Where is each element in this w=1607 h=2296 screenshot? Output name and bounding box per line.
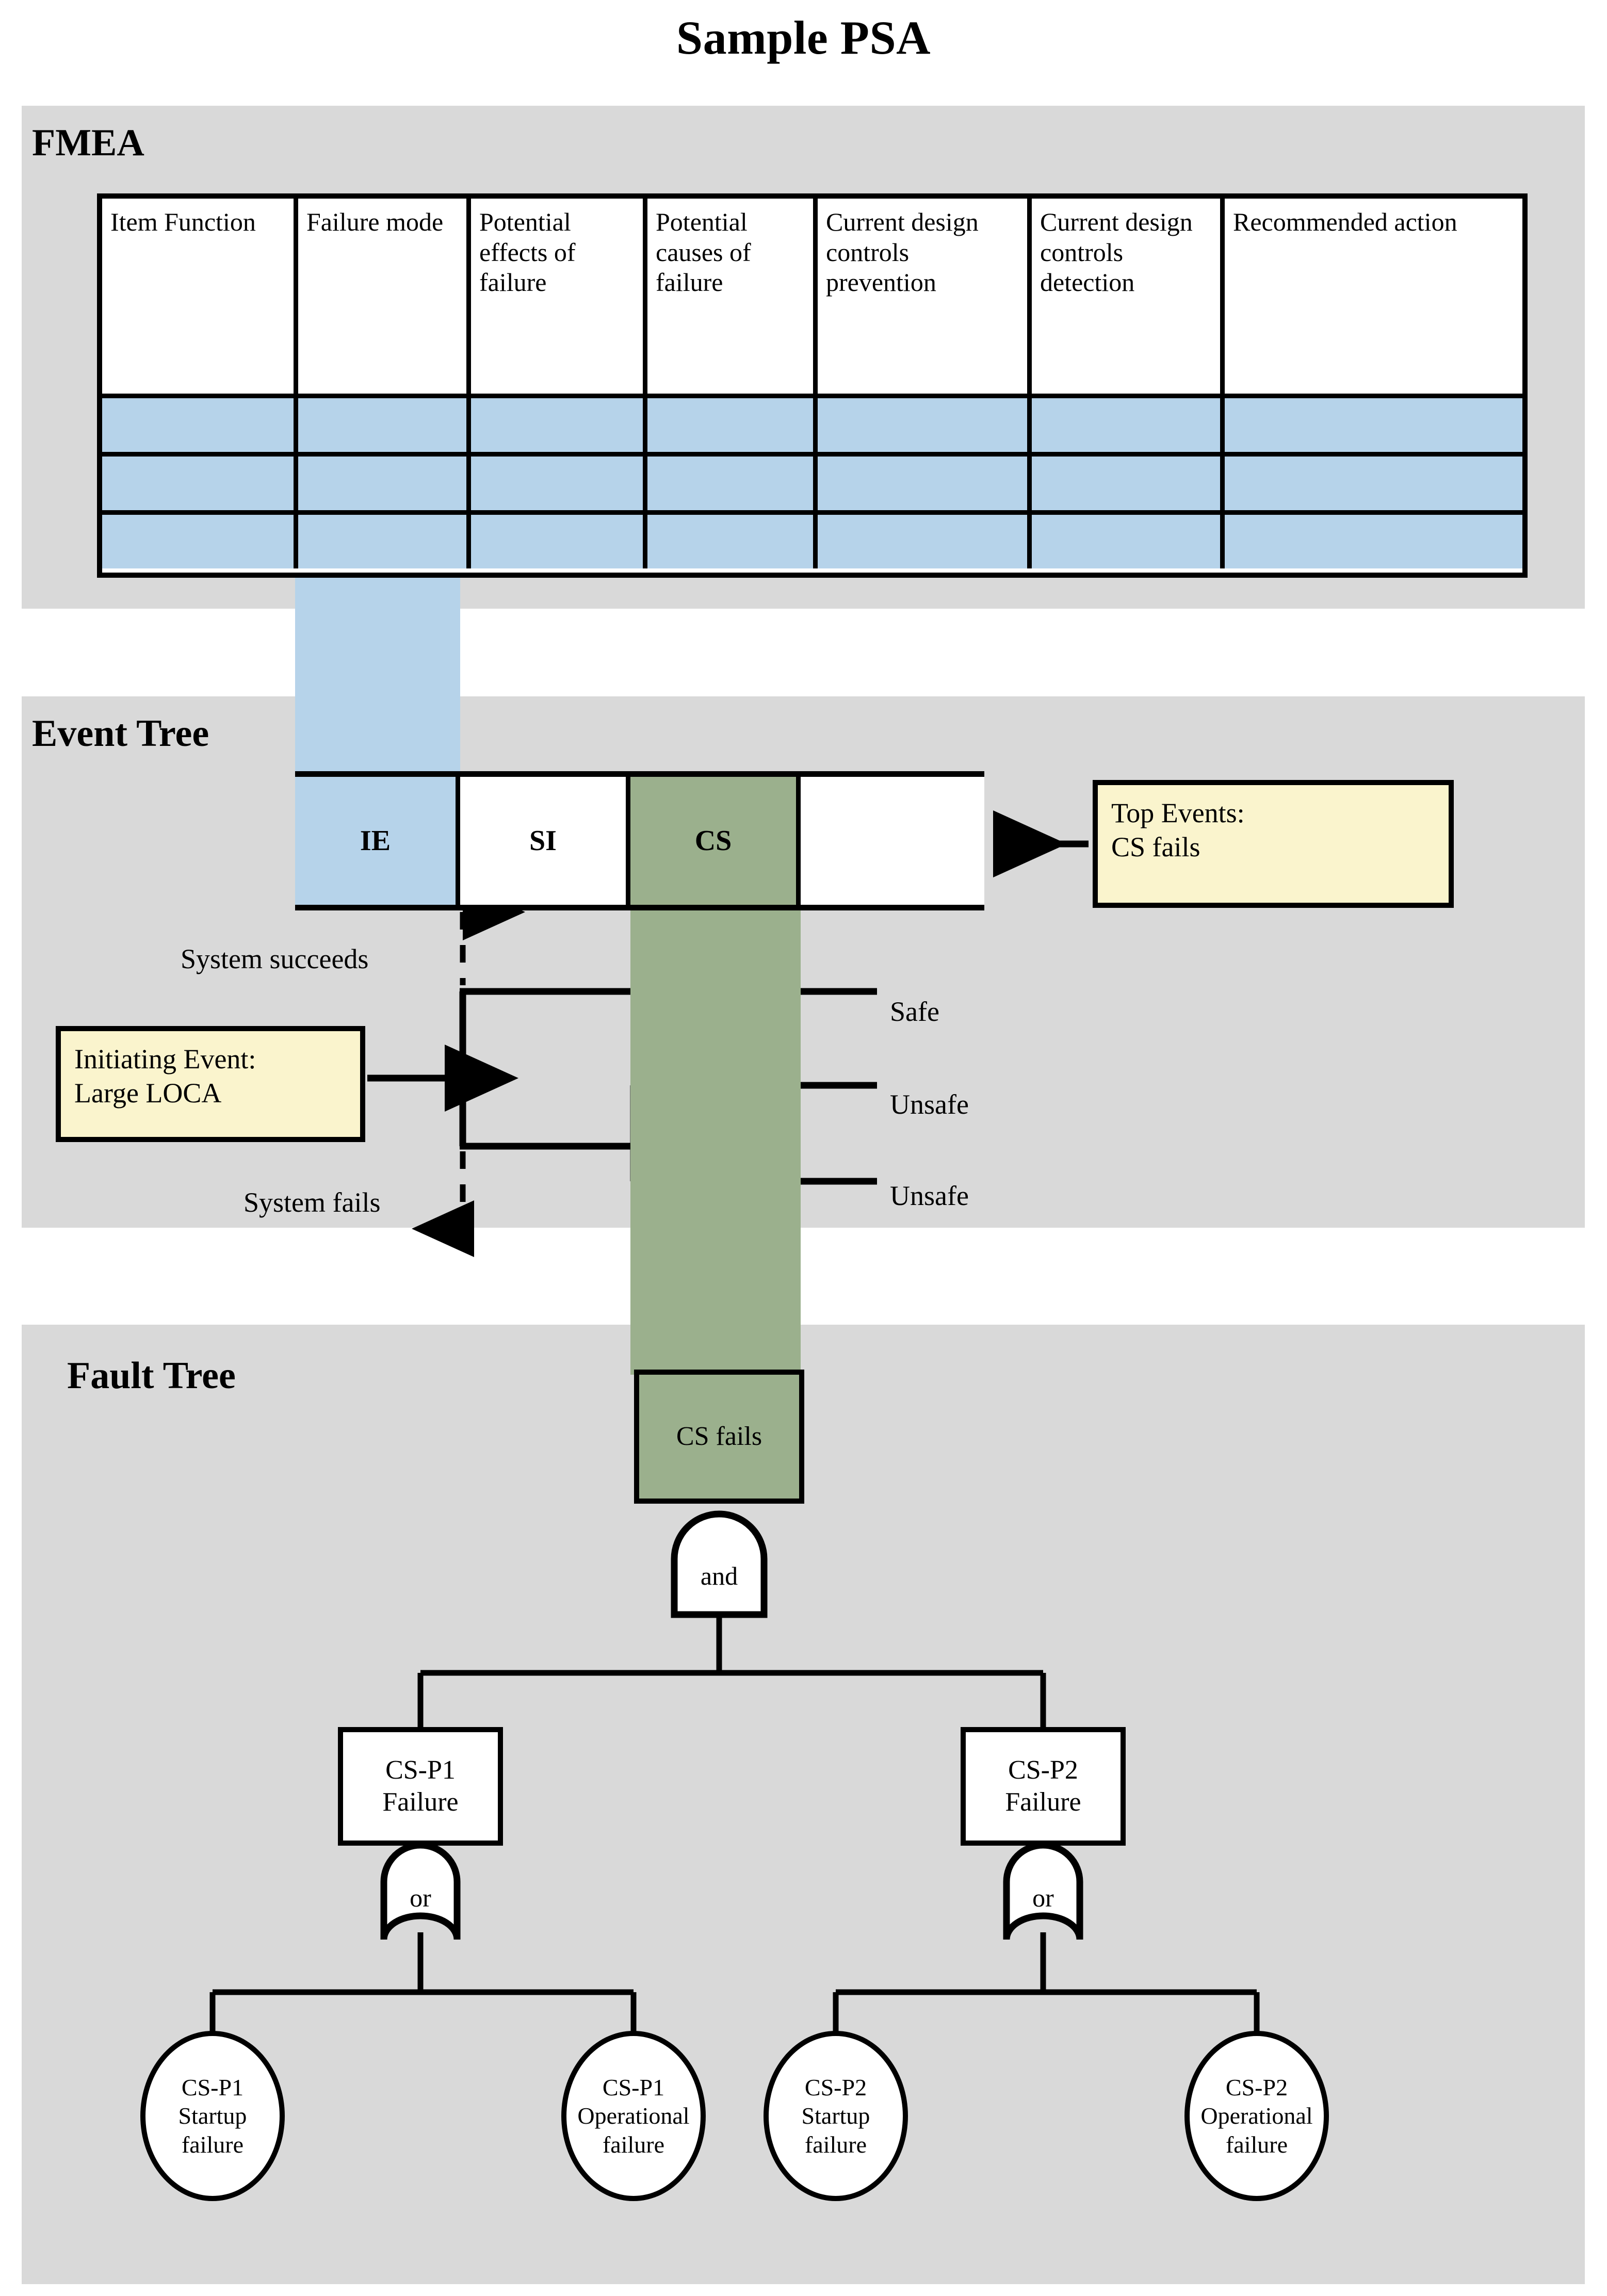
outcome-label-safe: Safe	[890, 996, 939, 1027]
fault-tree-basic-event-cs-p1-startup[interactable]: CS-P1 Startup failure	[140, 2031, 285, 2201]
fault-tree-intermediate-event-cs-p1[interactable]: CS-P1 Failure	[338, 1727, 503, 1846]
outcome-label-unsafe-1: Unsafe	[890, 1089, 969, 1120]
and-gate-label: and	[700, 1561, 738, 1590]
event-tree-section-label: Event Tree	[32, 712, 209, 755]
fmea-cell[interactable]	[1225, 515, 1522, 568]
event-tree-column-strip: IE SI CS	[295, 771, 984, 910]
fmea-cell[interactable]	[298, 457, 471, 510]
fmea-column-header-item-function: Item Function	[102, 199, 298, 394]
top-events-callout-line2: CS fails	[1111, 831, 1200, 862]
top-events-callout-line1: Top Events:	[1111, 797, 1245, 828]
initiating-event-callout-line1: Initiating Event:	[74, 1044, 256, 1074]
fmea-header-row: Item Function Failure mode Potential eff…	[102, 199, 1522, 394]
fmea-column-header-recommended-action: Recommended action	[1233, 207, 1457, 236]
or-gate-1-label: or	[410, 1883, 431, 1912]
fmea-cell[interactable]	[647, 515, 818, 568]
table-row[interactable]	[102, 510, 1522, 568]
cs-p2-label-line2: Failure	[1005, 1787, 1081, 1817]
fault-tree-basic-event-cs-p1-operational[interactable]: CS-P1 Operational failure	[561, 2031, 706, 2201]
be-p2-start-line2: Startup	[801, 2103, 870, 2129]
fmea-cell[interactable]	[1032, 398, 1225, 452]
fmea-table: Item Function Failure mode Potential eff…	[97, 193, 1528, 578]
event-tree-strip-bottom-rule	[295, 905, 984, 910]
cs-p2-label-line1: CS-P2	[1008, 1755, 1078, 1785]
branch-label-system-succeeds: System succeeds	[181, 943, 369, 974]
be-p1-start-line2: Startup	[178, 2103, 247, 2129]
event-tree-column-ie[interactable]: IE	[295, 777, 460, 905]
fmea-cell[interactable]	[471, 457, 647, 510]
fmea-cell[interactable]	[471, 398, 647, 452]
fmea-column-header-controls-prevention: Current design controls prevention	[818, 199, 1032, 394]
event-tree-column-blank[interactable]	[801, 777, 984, 905]
fmea-cell[interactable]	[298, 515, 471, 568]
table-row[interactable]	[102, 394, 1522, 452]
fmea-cell[interactable]	[471, 515, 647, 568]
event-tree-column-cs[interactable]: CS	[630, 777, 801, 905]
fmea-cell[interactable]	[102, 515, 298, 568]
initiating-event-callout[interactable]: Initiating Event: Large LOCA	[56, 1026, 365, 1142]
event-tree-column-si[interactable]: SI	[460, 777, 630, 905]
event-tree-strip-top-rule	[295, 771, 984, 777]
table-row[interactable]	[102, 452, 1522, 510]
fmea-cell[interactable]	[1225, 457, 1522, 510]
or-gate-2-label: or	[1032, 1883, 1054, 1912]
fmea-column-header-failure-mode: Failure mode	[298, 199, 471, 394]
fault-tree-basic-event-cs-p2-operational[interactable]: CS-P2 Operational failure	[1184, 2031, 1329, 2201]
initiating-event-callout-line2: Large LOCA	[74, 1077, 222, 1109]
branch-label-system-fails: System fails	[244, 1187, 381, 1218]
top-events-callout[interactable]: Top Events: CS fails	[1093, 780, 1454, 908]
fmea-column-header-controls-detection: Current design controls detection	[1032, 199, 1225, 394]
fault-tree-section-label: Fault Tree	[67, 1355, 236, 1397]
fmea-cell[interactable]	[102, 457, 298, 510]
fmea-cell[interactable]	[1225, 398, 1522, 452]
fault-tree-basic-event-cs-p2-startup[interactable]: CS-P2 Startup failure	[764, 2031, 908, 2201]
page-title: Sample PSA	[676, 11, 931, 64]
fmea-cell[interactable]	[818, 457, 1032, 510]
fmea-column-header-potential-causes: Potential causes of failure	[647, 199, 818, 394]
be-p2-oper-line2: Operational	[1200, 2103, 1313, 2129]
be-p1-start-line1: CS-P1	[181, 2074, 244, 2101]
fmea-cell[interactable]	[818, 515, 1032, 568]
be-p1-oper-line2: Operational	[577, 2103, 690, 2129]
be-p1-oper-line1: CS-P1	[602, 2074, 665, 2101]
outcome-label-unsafe-2: Unsafe	[890, 1180, 969, 1211]
be-p2-oper-line3: failure	[1225, 2131, 1288, 2158]
be-p1-start-line3: failure	[181, 2131, 244, 2158]
fmea-section-label: FMEA	[32, 122, 144, 164]
fmea-to-eventtree-blue-band	[295, 609, 460, 776]
cs-p1-label-line1: CS-P1	[385, 1755, 456, 1785]
fault-tree-intermediate-event-cs-p2[interactable]: CS-P2 Failure	[961, 1727, 1126, 1846]
fmea-column-header-potential-effects: Potential effects of failure	[471, 199, 647, 394]
eventtree-to-faulttree-green-band	[630, 910, 801, 1375]
fault-tree-top-event-label: CS fails	[676, 1421, 762, 1451]
be-p1-oper-line3: failure	[602, 2131, 664, 2158]
be-p2-start-line3: failure	[804, 2131, 867, 2158]
fmea-cell[interactable]	[647, 398, 818, 452]
fmea-cell[interactable]	[818, 398, 1032, 452]
fmea-cell[interactable]	[298, 398, 471, 452]
fmea-cell[interactable]	[102, 398, 298, 452]
fmea-cell[interactable]	[647, 457, 818, 510]
fault-tree-top-event-cs-fails[interactable]: CS fails	[634, 1370, 804, 1504]
fmea-cell[interactable]	[1032, 457, 1225, 510]
be-p2-oper-line1: CS-P2	[1225, 2074, 1288, 2101]
cs-p1-label-line2: Failure	[382, 1787, 459, 1817]
fmea-cell[interactable]	[1032, 515, 1225, 568]
be-p2-start-line1: CS-P2	[804, 2074, 867, 2101]
fmea-to-eventtree-blue-band-upper	[295, 578, 460, 610]
